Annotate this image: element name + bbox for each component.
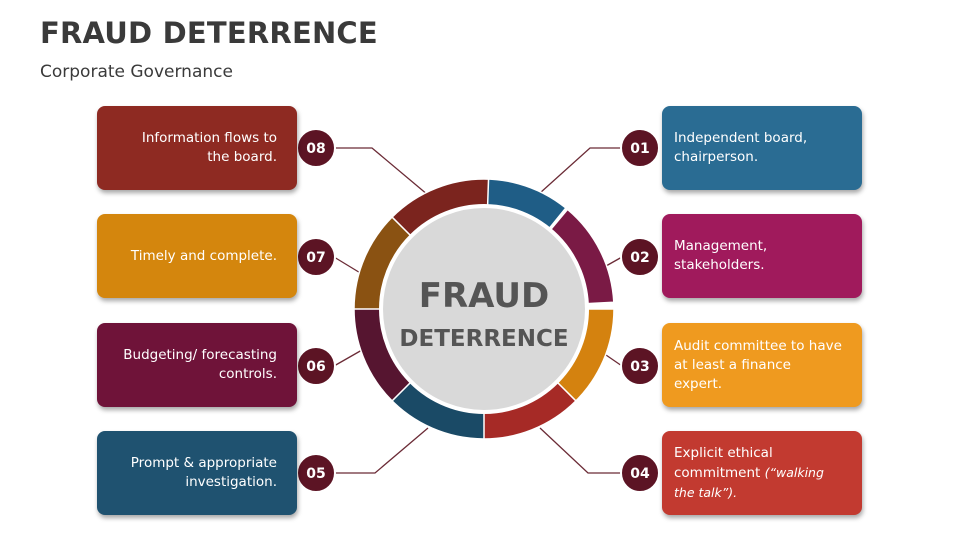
item-text-05: Prompt & appropriate investigation. — [130, 455, 277, 490]
connector-05 — [334, 427, 429, 474]
number-badge-07 — [296, 237, 336, 277]
item-box-01: Independent board, chairperson. — [662, 106, 862, 190]
item-text-04-italic: (“walking the talk”). — [674, 464, 824, 500]
item-box-05: Prompt & appropriate investigation. — [97, 431, 297, 515]
number-badge-06 — [296, 346, 336, 386]
connector-01 — [539, 147, 622, 194]
item-text-01: Independent board, chairperson. — [674, 130, 808, 165]
item-text-04: Explicit ethical commitment (“walking th… — [674, 444, 842, 503]
connector-02 — [605, 256, 623, 267]
number-label-08: 08 — [306, 141, 325, 157]
item-box-03: Audit committee to have at least a finan… — [662, 323, 862, 407]
page-title: FRAUD DETERRENCE — [40, 16, 378, 50]
number-label-01: 01 — [630, 141, 649, 157]
center-label-line2: DETERRENCE — [399, 326, 569, 352]
item-text-06: Budgeting/ forecasting controls. — [123, 347, 277, 382]
connector-06 — [333, 349, 363, 367]
number-label-04: 04 — [630, 466, 650, 482]
item-text-03: Audit committee to have at least a finan… — [674, 337, 842, 392]
page-subtitle: Corporate Governance — [40, 62, 233, 82]
number-label-05: 05 — [306, 466, 325, 482]
connector-08 — [334, 147, 429, 196]
connector-04 — [539, 427, 622, 474]
number-badge-08 — [296, 128, 336, 168]
item-box-04: Explicit ethical commitment (“walking th… — [662, 431, 862, 515]
center-label-line1: FRAUD — [418, 276, 550, 316]
item-box-02: Management, stakeholders. — [662, 214, 862, 298]
center-ring — [353, 178, 615, 440]
item-box-07: Timely and complete. — [97, 214, 297, 298]
item-box-06: Budgeting/ forecasting controls. — [97, 323, 297, 407]
item-text-04-main: Explicit ethical commitment — [674, 444, 773, 481]
number-label-02: 02 — [630, 250, 649, 266]
number-badge-02 — [620, 237, 660, 277]
item-box-08: Information flows to the board. — [97, 106, 297, 190]
item-text-02: Management, stakeholders. — [674, 238, 768, 273]
connector-03 — [605, 354, 623, 367]
number-badge-04 — [620, 453, 660, 493]
connectors — [333, 147, 623, 474]
number-badge-03 — [620, 346, 660, 386]
item-text-07: Timely and complete. — [130, 247, 277, 264]
number-label-06: 06 — [306, 359, 325, 375]
item-text-08: Information flows to the board. — [141, 130, 277, 165]
center-circle — [379, 204, 589, 414]
number-label-07: 07 — [306, 250, 325, 266]
number-badge-01 — [620, 128, 660, 168]
connector-07 — [333, 256, 363, 275]
number-badges: 01 02 03 04 05 06 07 08 — [296, 128, 660, 493]
number-label-03: 03 — [630, 359, 649, 375]
number-badge-05 — [296, 453, 336, 493]
